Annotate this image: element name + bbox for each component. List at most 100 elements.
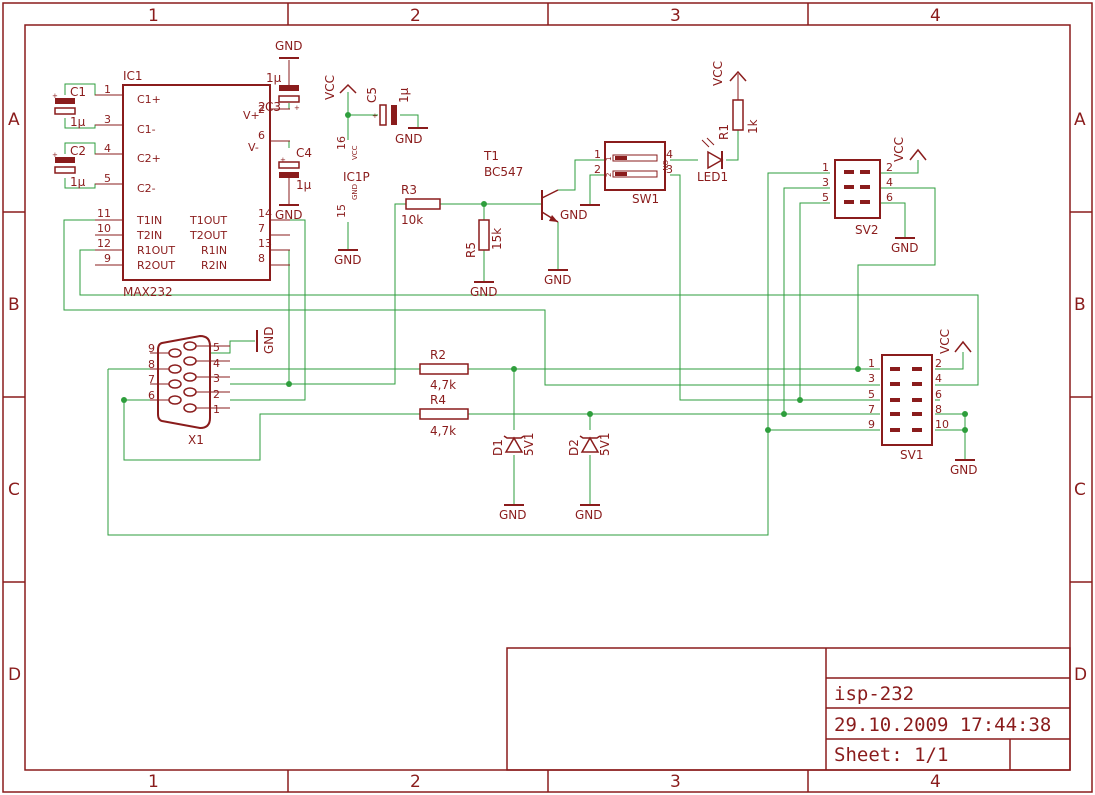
sv1-vcc-label: VCC xyxy=(938,329,952,354)
sv2-pin-3: 3 xyxy=(822,176,829,189)
d1-gnd-label: GND xyxy=(499,508,527,522)
sv1-pin-6: 6 xyxy=(935,388,942,401)
sv1-name: SV1 xyxy=(900,448,923,462)
net-led-r1 xyxy=(726,130,739,161)
row-label-left-b: B xyxy=(8,295,20,315)
resistor-r3: R3 10k xyxy=(401,183,441,227)
r3-name: R3 xyxy=(401,183,417,197)
x1-pin-7: 7 xyxy=(148,373,155,386)
ic1-pin-13-num: 13 xyxy=(258,237,272,250)
ic1-pin-3-num: 3 xyxy=(104,113,111,126)
r5-name: R5 xyxy=(464,242,478,258)
ic1-pin-7-label: T2OUT xyxy=(189,229,227,242)
c1-name: C1 xyxy=(70,85,86,99)
net-sw1-pin2 xyxy=(589,174,605,205)
led-led1: LED1 xyxy=(697,137,728,184)
r2-name: R2 xyxy=(430,348,446,362)
d2-name: D2 xyxy=(567,439,581,456)
r1-value: 1k xyxy=(746,119,760,134)
frame-labels: 1 2 3 4 1 2 3 4 A B C D A B C D xyxy=(8,6,1087,792)
x1-pin-1: 1 xyxy=(213,403,220,416)
net-sv1-2 xyxy=(935,352,964,370)
sv2-name: SV2 xyxy=(855,223,878,237)
junctions xyxy=(121,112,968,433)
sw1-pin-1: 1 xyxy=(594,148,601,161)
x1-pin-4: 4 xyxy=(213,357,220,370)
net-sv2-3 xyxy=(783,187,830,414)
title-block-date: 29.10.2009 17:44:38 xyxy=(834,714,1051,736)
ic1-pin-7-num: 7 xyxy=(258,222,265,235)
t1-value: BC547 xyxy=(484,165,523,179)
header-sv1: 1 3 5 7 9 2 4 6 8 10 SV1 VCC GND xyxy=(868,329,978,477)
header-sv2: 1 3 5 2 4 6 SV2 VCC GND xyxy=(822,137,927,255)
r1-name: R1 xyxy=(717,124,731,140)
c4-name: C4 xyxy=(296,146,312,160)
net-t1-collector xyxy=(558,159,605,191)
ic1-pin-2-label: V+ xyxy=(243,109,260,122)
x1-name: X1 xyxy=(188,433,204,447)
t1-gnd-label: GND xyxy=(544,273,572,287)
c3-pin-num: 2 xyxy=(258,100,266,114)
resistor-r2: R2 4,7k xyxy=(419,348,469,392)
r1-vcc-label: VCC xyxy=(711,61,725,86)
col-label-bottom-4: 4 xyxy=(930,772,941,792)
ic1-pin-11-label: T1IN xyxy=(136,214,162,227)
x1-pin-2: 2 xyxy=(213,388,220,401)
ic1-pin-14-label: T1OUT xyxy=(189,214,227,227)
ic1-pin-10-label: T2IN xyxy=(136,229,162,242)
net-db9-pin2-r4 xyxy=(123,400,420,461)
sv2-pin-4: 4 xyxy=(886,176,893,189)
sv2-pin-6: 6 xyxy=(886,191,893,204)
col-label-top-2: 2 xyxy=(410,6,421,26)
x1-pin-5: 5 xyxy=(213,341,220,354)
d2-gnd-label: GND xyxy=(575,508,603,522)
ic1-pin-4-label: C2+ xyxy=(137,152,161,165)
ic1p-vcc-pin-name: VCC xyxy=(351,145,359,160)
net-db9-pin5-gnd xyxy=(210,340,255,354)
c3-name: C3 xyxy=(265,100,281,114)
row-label-right-b: B xyxy=(1074,295,1086,315)
col-label-top-3: 3 xyxy=(670,6,681,26)
sv1-pin-5: 5 xyxy=(868,388,875,401)
net-sv2-2 xyxy=(880,160,919,174)
ic1-pin-9-label: R2OUT xyxy=(137,259,175,272)
row-label-right-d: D xyxy=(1074,665,1087,685)
ic1-pin-2-num: 2 xyxy=(258,103,265,116)
resistor-r1: VCC R1 1k xyxy=(711,61,760,140)
x1-pin-9: 9 xyxy=(148,342,155,355)
sv1-pin-10: 10 xyxy=(935,418,949,431)
c1-value: 1µ xyxy=(70,115,86,129)
col-label-bottom-1: 1 xyxy=(148,772,159,792)
sv2-pin-2: 2 xyxy=(886,161,893,174)
ic1-pin-1-label: C1+ xyxy=(137,93,161,106)
net-c4 xyxy=(270,140,290,148)
row-label-right-a: A xyxy=(1074,110,1086,130)
net-db9-pin3 xyxy=(230,203,406,385)
c4-value: 1µ xyxy=(296,178,312,192)
sv2-gnd-label: GND xyxy=(891,241,919,255)
row-label-left-c: C xyxy=(8,480,20,500)
net-c5-gnd xyxy=(400,114,419,128)
x1-pin-8: 8 xyxy=(148,358,155,371)
ic1p-vcc-label: VCC xyxy=(323,75,337,100)
sv1-pin-9: 9 xyxy=(868,418,875,431)
net-r1out xyxy=(79,249,979,386)
r3-value: 10k xyxy=(401,213,423,227)
t1-name: T1 xyxy=(483,149,499,163)
ic1p-gnd-label: GND xyxy=(334,253,362,267)
svg-text:+: + xyxy=(372,112,378,120)
ic1-power-pins: VCC 16 VCC IC1P 15 GND GND xyxy=(323,75,370,267)
ic1-pin-10-num: 10 xyxy=(97,222,111,235)
net-sv2-5 xyxy=(799,202,830,400)
ic1-pin-13-label: R1IN xyxy=(201,244,227,257)
sv1-gnd-label: GND xyxy=(950,463,978,477)
ic1-pin-3-label: C1- xyxy=(137,123,156,136)
sw1-pin-4: 4 xyxy=(666,148,673,161)
r4-value: 4,7k xyxy=(430,424,456,438)
sw1-pin-2: 2 xyxy=(594,163,601,176)
net-outer-loop xyxy=(107,369,880,536)
ic1-name: IC1 xyxy=(123,69,143,83)
sw1-on-label: ON xyxy=(661,160,669,171)
d1-value: 5V1 xyxy=(522,433,536,456)
